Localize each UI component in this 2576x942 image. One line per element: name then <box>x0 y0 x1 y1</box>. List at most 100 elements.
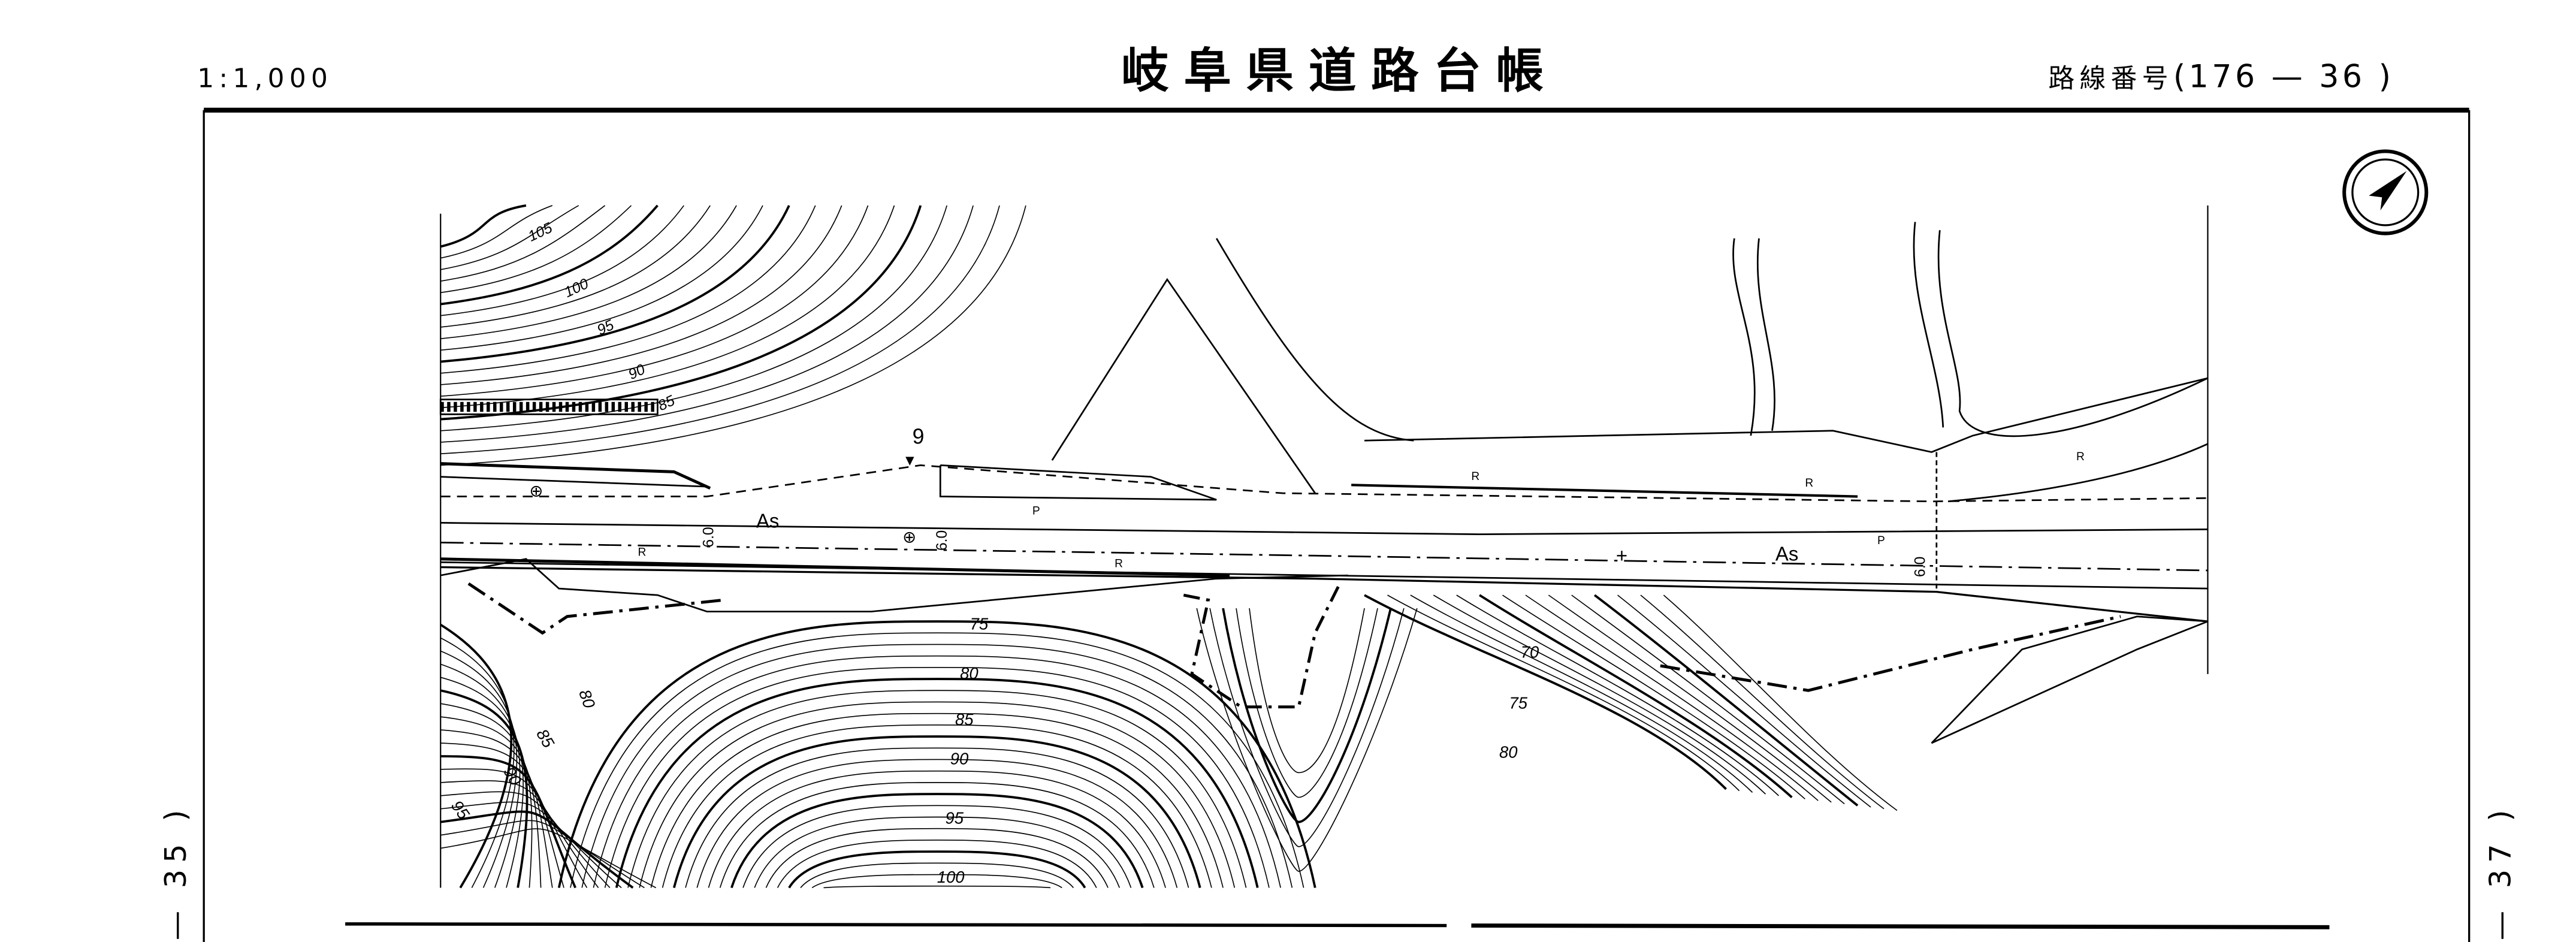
page-title: 岐阜県道路台帳 <box>1121 43 1559 98</box>
contour-line <box>440 205 922 421</box>
contour-line <box>765 828 1109 888</box>
contour-label: 80 <box>1499 743 1518 762</box>
contour-line <box>440 205 974 443</box>
contour-label: 85 <box>955 710 974 729</box>
parking-label: P <box>1877 535 1885 547</box>
contour-label: 90 <box>950 750 969 768</box>
contour-line <box>1593 594 1859 807</box>
contour-label: 85 <box>656 393 678 414</box>
contour-line <box>1663 594 1898 811</box>
contour-line <box>811 874 1062 889</box>
contour-line <box>440 205 632 294</box>
width-label: 6.0 <box>934 530 950 551</box>
contour-line <box>570 632 1304 888</box>
contour-line <box>1548 594 1832 803</box>
contour-line <box>440 205 711 328</box>
contour-label: 100 <box>562 276 591 301</box>
contour-lines <box>440 204 1898 889</box>
next-sheet-ref: — 37 ) <box>2483 804 2517 941</box>
contour-line <box>1249 608 1365 774</box>
contour-line <box>1525 594 1819 801</box>
contour-line <box>777 840 1097 888</box>
svg-text:⊕: ⊕ <box>902 527 916 546</box>
contour-line <box>685 747 1189 888</box>
contour-line <box>1196 608 1418 872</box>
contour-label: 105 <box>526 220 555 245</box>
contour-line <box>639 701 1236 888</box>
contour-line <box>440 801 622 889</box>
contour-line <box>662 724 1212 888</box>
contour-line <box>440 729 553 888</box>
contour-line <box>1502 594 1805 799</box>
contour-line <box>650 712 1224 888</box>
wall-label: R <box>1805 477 1813 490</box>
contour-line <box>1479 594 1793 799</box>
contour-line <box>581 644 1293 888</box>
svg-text:▼: ▼ <box>902 452 917 469</box>
map-frame <box>203 107 2471 942</box>
contour-line <box>708 770 1166 888</box>
contour-line <box>440 205 842 385</box>
contour-label: 90 <box>626 361 648 383</box>
contour-line <box>754 816 1121 888</box>
width-label: 6.0 <box>701 527 717 547</box>
contour-line <box>440 820 645 889</box>
contour-line <box>604 667 1270 888</box>
contour-line <box>440 828 657 889</box>
contour-line <box>440 810 634 889</box>
contour-line <box>440 205 606 282</box>
contour-line <box>440 689 529 888</box>
contour-line <box>440 205 579 270</box>
contour-label: 95 <box>945 808 964 827</box>
contour-line <box>823 885 1051 889</box>
wall-label: R <box>638 546 646 558</box>
contour-line <box>1387 594 1740 792</box>
contour-label: 85 <box>533 726 558 751</box>
route-number-value: (176 — 36 ) <box>2173 59 2394 95</box>
contour-line <box>440 742 564 888</box>
contour-line <box>1236 608 1378 798</box>
parking-label: P <box>1032 505 1040 518</box>
contour-line <box>696 759 1178 888</box>
contour-label: 100 <box>937 868 965 886</box>
contour-line <box>719 782 1155 888</box>
contour-line <box>1364 594 1727 790</box>
contour-line <box>788 850 1086 889</box>
contour-line <box>800 862 1074 888</box>
contour-label: 70 <box>1521 642 1539 661</box>
wall-label: R <box>1471 470 1479 483</box>
contour-line <box>440 205 1026 466</box>
contour-line <box>440 650 518 888</box>
wall-label: R <box>1115 557 1123 570</box>
contour-line <box>742 805 1132 888</box>
contour-line <box>440 205 816 374</box>
contour-line <box>1617 594 1871 808</box>
contour-label: 75 <box>970 615 989 633</box>
surface-label: As <box>756 510 779 532</box>
contour-line <box>1209 608 1405 847</box>
contour-line <box>1640 594 1885 810</box>
surface-label: As <box>1775 543 1798 565</box>
contour-line <box>1222 608 1392 823</box>
contour-label: 80 <box>575 687 599 711</box>
contour-line <box>440 205 553 259</box>
road <box>439 222 2209 744</box>
contour-line <box>440 205 869 397</box>
contour-line <box>440 716 542 888</box>
station-label: 9 <box>913 425 925 449</box>
contour-line <box>440 204 659 306</box>
contour-line <box>440 204 527 248</box>
contour-label: 80 <box>960 664 979 683</box>
wall-label: R <box>2076 451 2085 463</box>
contour-labels: 105 100 95 90 85 75 80 85 90 95 100 70 7… <box>448 220 1539 887</box>
svg-text:+: + <box>1616 544 1627 566</box>
contour-line <box>440 205 684 316</box>
contour-line <box>1456 594 1779 796</box>
contour-line <box>440 205 948 431</box>
contour-line <box>593 655 1281 888</box>
contour-line <box>730 793 1144 889</box>
contour-line <box>440 703 533 888</box>
north-arrow-icon <box>2342 149 2429 236</box>
road-labels: 9 ▼ As As 6.0 6.0 6.0 P P R R R R R ⊕ ⊕ … <box>529 425 2084 577</box>
